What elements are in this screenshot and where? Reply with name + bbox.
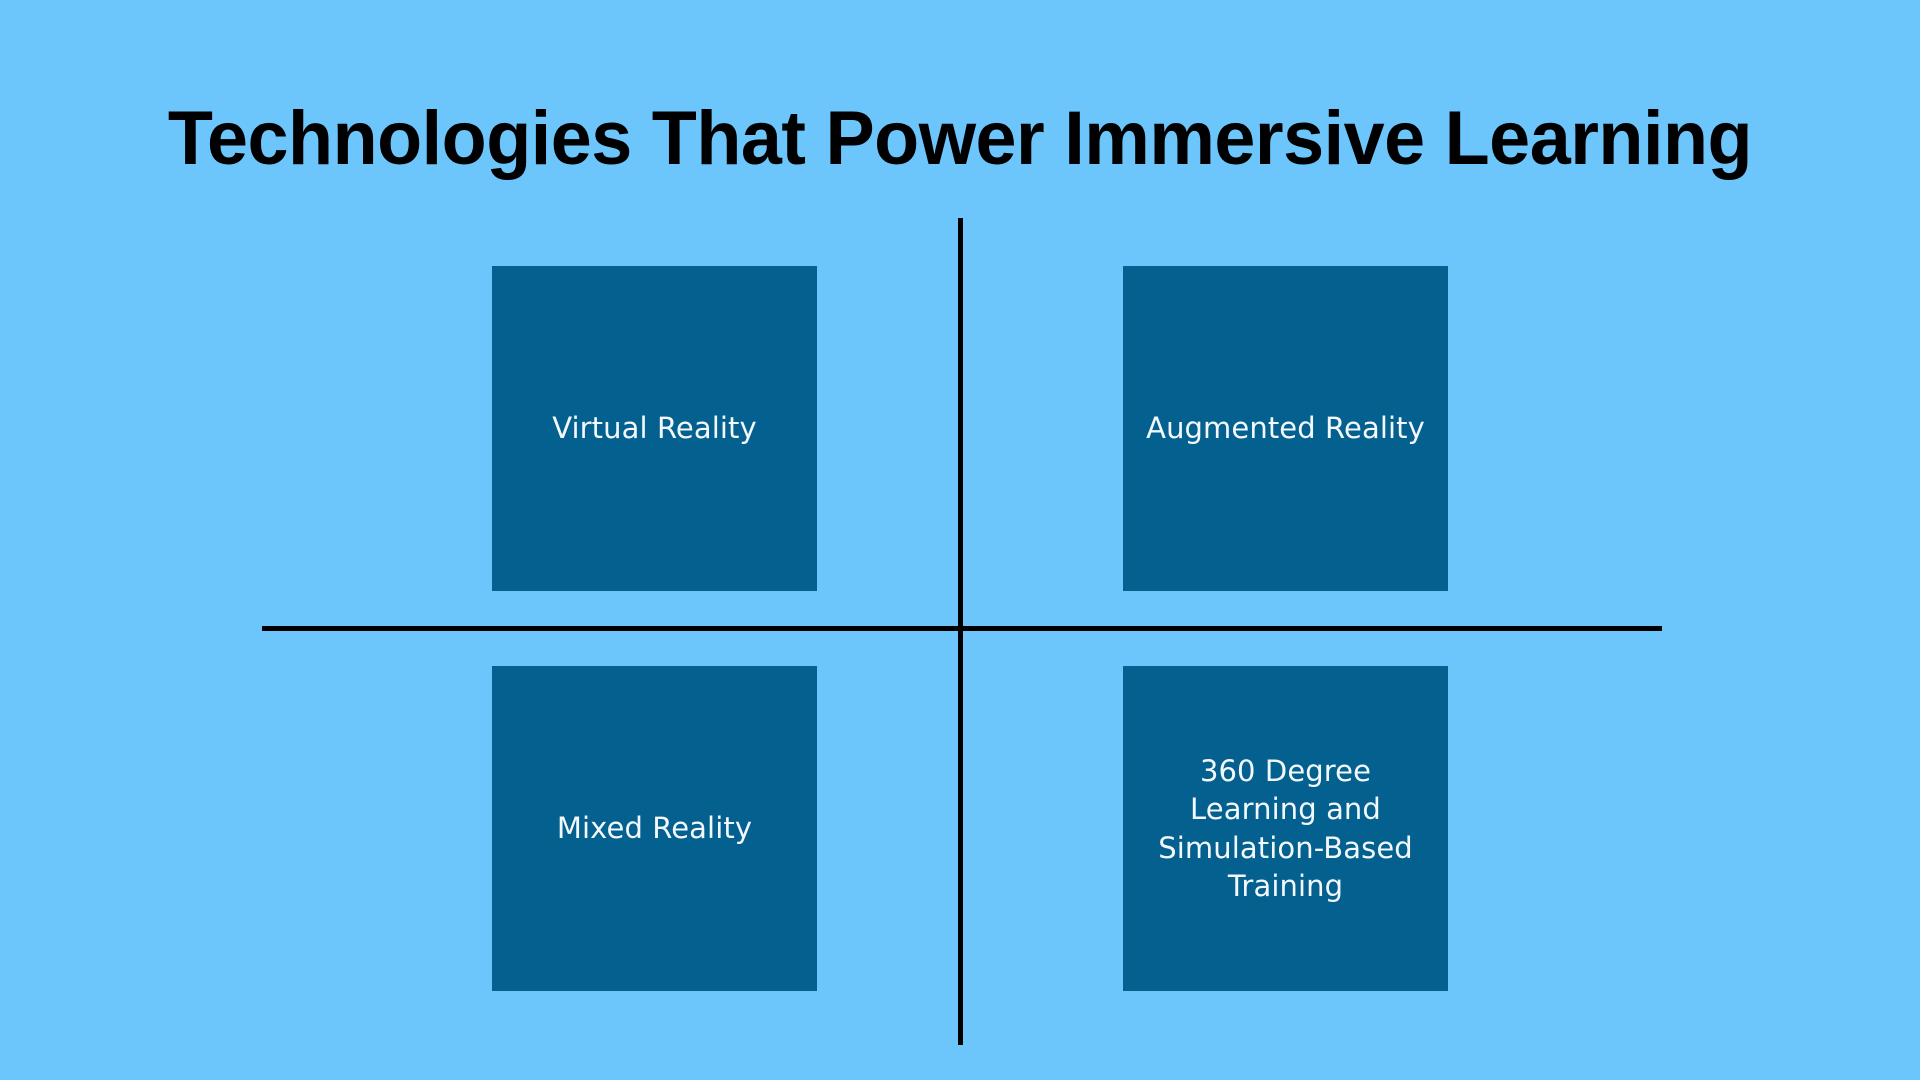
quadrant-card-augmented-reality[interactable]: Augmented Reality [1123,266,1448,591]
quadrant-card-virtual-reality[interactable]: Virtual Reality [492,266,817,591]
quadrant-card-360-degree-learning[interactable]: 360 Degree Learning and Simulation-Based… [1123,666,1448,991]
quadrant-horizontal-divider [262,626,1662,631]
quadrant-card-label: Augmented Reality [1146,410,1425,445]
quadrant-card-label: Mixed Reality [556,810,753,845]
quadrant-vertical-divider [958,218,963,1045]
quadrant-card-mixed-reality[interactable]: Mixed Reality [492,666,817,991]
page-title: Technologies That Power Immersive Learni… [167,95,1753,181]
quadrant-card-label: 360 Degree Learning and Simulation-Based… [1158,753,1413,903]
quadrant-card-label: Virtual Reality [552,410,757,445]
